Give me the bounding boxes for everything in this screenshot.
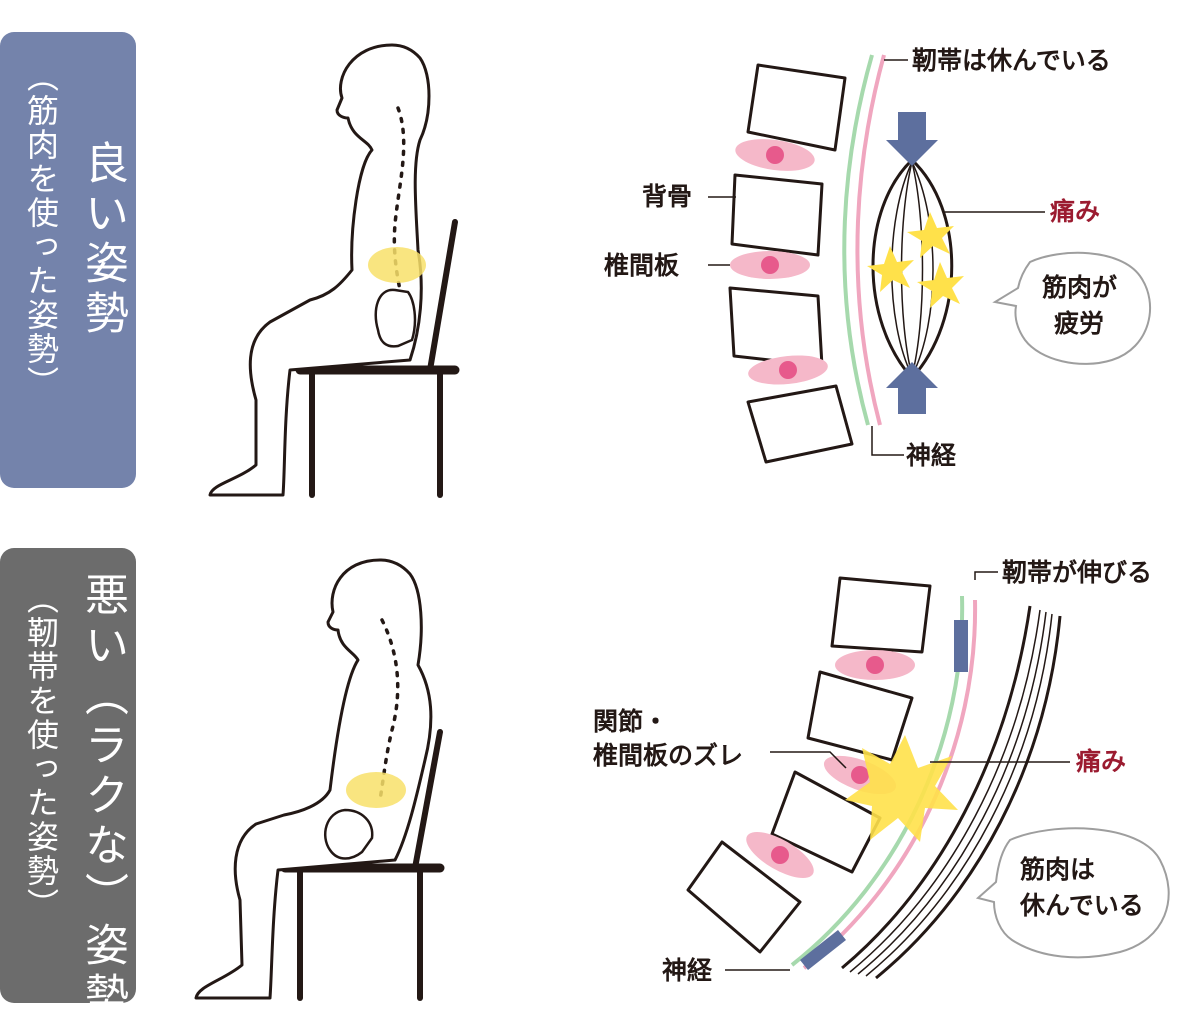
bad-nerve-label: 神経	[662, 956, 713, 985]
bad-pain-star-icon	[845, 735, 958, 842]
good-disc-label: 椎間板	[604, 251, 680, 280]
good-nerve-label: 神経	[906, 441, 957, 470]
good-vertebra	[746, 63, 847, 152]
pain-star-icon	[917, 262, 964, 308]
bad-lumbar-highlight	[346, 772, 406, 808]
good-posture-subtitle: （筋肉を使った姿勢）	[22, 60, 60, 400]
bad-speech-bubble	[975, 827, 1170, 959]
bad-posture-panel	[0, 548, 136, 1003]
bad-spine-dots	[378, 618, 400, 802]
bad-ligament-label: 靭帯が伸びる	[1002, 558, 1153, 587]
good-pain-stars	[867, 212, 964, 308]
good-disc-core	[761, 256, 779, 274]
bad-pain-label: 痛み	[1076, 747, 1127, 776]
bad-muscle-label-2: 休んでいる	[1020, 891, 1144, 920]
bad-joint-label-2: 椎間板のズレ	[593, 741, 744, 770]
good-posture-title: 良い姿勢	[77, 140, 128, 340]
bad-posture-title: 悪い（ラクな）姿勢	[77, 572, 128, 1022]
bad-muscle-strands	[841, 605, 1062, 980]
bad-spine-detail	[686, 571, 1170, 980]
bad-seated-figure	[194, 558, 445, 1001]
bad-vertebra	[830, 576, 932, 654]
good-posture-panel	[0, 32, 136, 488]
good-compression-arrows	[886, 112, 938, 414]
bad-disc-core	[851, 766, 869, 784]
bad-stretched-ligament-mark	[954, 620, 968, 672]
good-vertebra	[730, 173, 824, 257]
bad-vertebra	[770, 770, 882, 874]
good-ligament-pink	[855, 54, 886, 426]
bad-disc-core	[866, 656, 884, 674]
good-vertebra	[746, 384, 854, 464]
bad-vertebra	[686, 840, 802, 954]
good-body-outline	[208, 43, 431, 497]
bad-posture-subtitle: （靭帯を使った姿勢）	[22, 582, 60, 922]
bad-vertebra	[806, 670, 914, 762]
good-seated-figure	[208, 43, 460, 498]
good-muscle-label-2: 疲労	[1054, 309, 1105, 338]
good-vertebra	[728, 286, 824, 368]
bad-muscle-label-1: 筋肉は	[1020, 855, 1096, 884]
bad-hand	[324, 808, 374, 860]
down-arrow-icon	[886, 112, 938, 166]
good-ligament-green	[842, 54, 874, 426]
bad-disc-core	[771, 846, 789, 864]
bad-stretched-ligament-mark	[800, 930, 846, 970]
pain-star-icon	[867, 246, 914, 292]
good-lumbar-highlight	[368, 247, 426, 283]
good-chair	[295, 219, 460, 498]
bad-joint-label-1: 関節・	[593, 707, 669, 736]
good-disc-core	[766, 146, 784, 164]
good-disc-core	[779, 361, 797, 379]
good-backbone-label: 背骨	[642, 182, 693, 211]
good-spine-detail	[708, 54, 1152, 464]
good-muscle-label-1: 筋肉が	[1042, 273, 1118, 302]
good-pain-label: 痛み	[1050, 197, 1101, 226]
good-hand	[374, 288, 417, 348]
pain-star-icon	[907, 212, 954, 258]
good-ligament-label: 靭帯は休んでいる	[912, 46, 1111, 75]
good-speech-bubble	[992, 251, 1152, 365]
bad-body-outline	[194, 558, 433, 1000]
up-arrow-icon	[886, 362, 938, 414]
